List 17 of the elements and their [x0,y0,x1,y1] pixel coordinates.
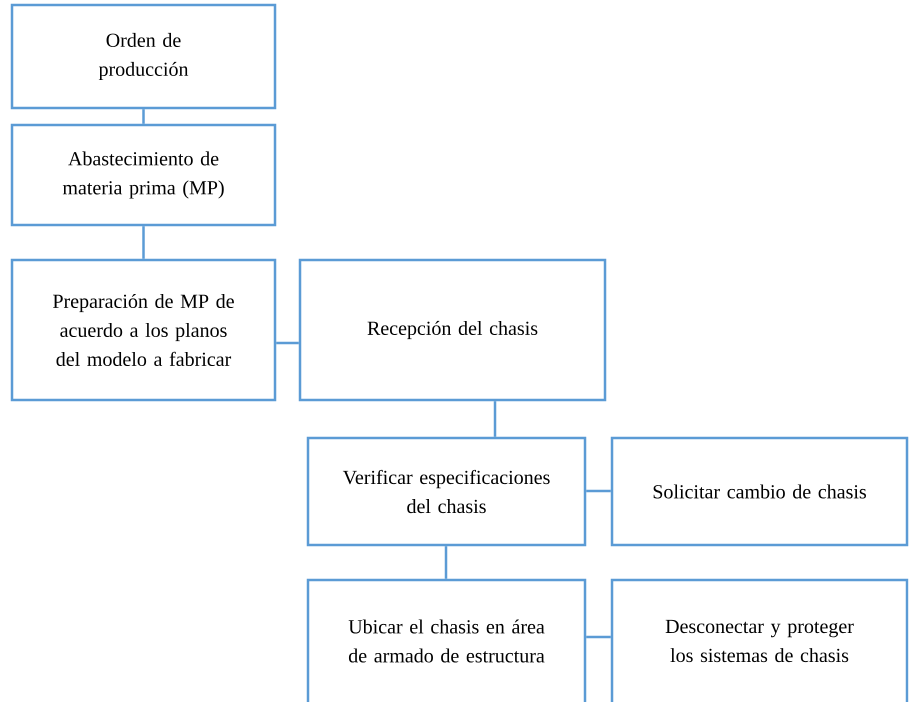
connector-line [276,342,299,344]
box-text: Desconectar y proteger los sistemas de chasis [666,620,854,662]
connector-line [494,401,496,437]
connector-line [586,636,611,638]
process-box: Preparación de MP de acuerdo a los planos del modelo a fabricar [10,258,276,402]
connector-line [586,490,611,492]
process-box: Verificar especificaciones del chasis [306,436,586,546]
connector-line [444,546,448,579]
box-text: Ubicar el chasis en área de armado de estructura [348,619,545,663]
connector-line [142,109,145,124]
process-box: Solicitar cambio de chasis [610,436,908,546]
process-box: Abastecimiento de materia prima (MP) [10,124,276,226]
process-box: Orden de producción [10,4,276,110]
connector-line [142,226,145,259]
process-box: Recepción del chasis [298,258,606,402]
process-box [610,578,908,702]
process-box [306,578,586,702]
